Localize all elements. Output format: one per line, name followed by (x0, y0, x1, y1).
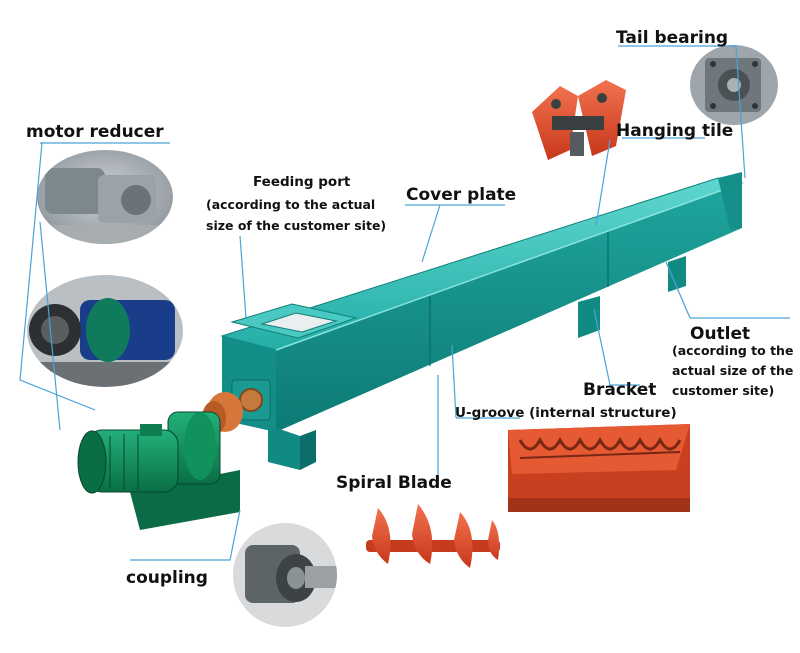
motor-reducer-photo (37, 150, 173, 244)
hanging-tile-label: Hanging tile (616, 121, 734, 141)
coupling-label: coupling (126, 568, 208, 588)
u-groove-photo (508, 424, 690, 512)
outlet-note-3: customer site) (672, 383, 775, 398)
motor-photo (27, 275, 183, 387)
motor-reducer-unit (77, 411, 240, 530)
outlet-note-2: actual size of the (672, 363, 794, 378)
outlet-label: Outlet (690, 324, 751, 344)
spiral-blade-photo (366, 504, 500, 568)
tail-bearing-photo (690, 45, 778, 125)
outlet-note-1: (according to the (672, 343, 794, 358)
u-groove-label: U-groove (internal structure) (455, 405, 677, 421)
feeding-port-note-1: (according to the actual (206, 197, 376, 212)
hanging-tile-photo (532, 80, 626, 160)
feeding-port-label: Feeding port (253, 174, 351, 190)
leader-lines (19, 45, 790, 561)
cover-plate-label: Cover plate (406, 185, 517, 205)
coupling-photo (233, 523, 337, 627)
spiral-blade-label: Spiral Blade (336, 473, 452, 493)
tail-bearing-label: Tail bearing (616, 28, 729, 48)
motor-reducer-label: motor reducer (26, 122, 164, 142)
feeding-port-note-2: size of the customer site) (206, 218, 387, 233)
bracket-label: Bracket (583, 380, 657, 400)
feeding-port-box (230, 303, 358, 339)
conveyor-brackets (268, 256, 686, 470)
